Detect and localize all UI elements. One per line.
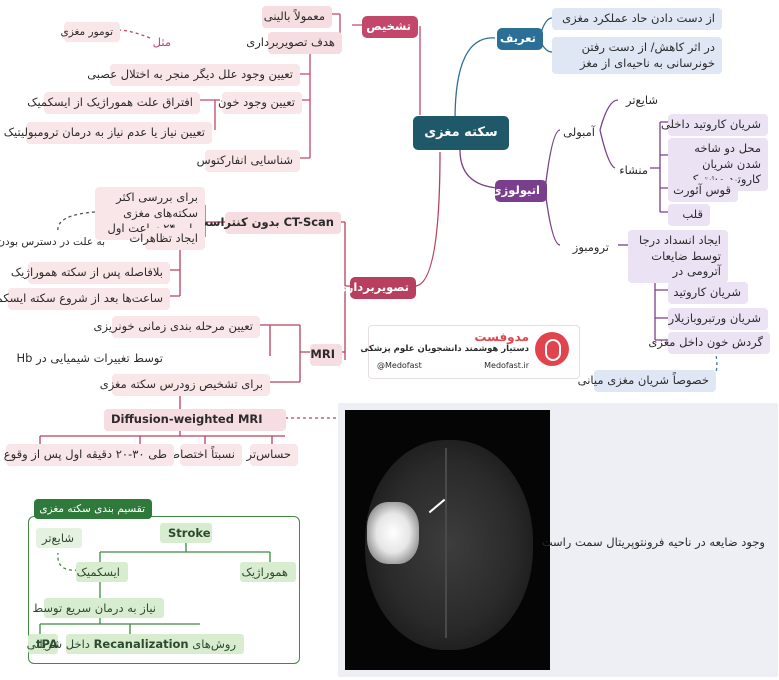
classification-box: [28, 516, 300, 664]
center-topic[interactable]: سکته مغزی: [413, 116, 509, 150]
dwi-node: Diffusion-weighted MRI: [104, 409, 286, 431]
origin-item-3: قوس آئورت: [668, 180, 738, 202]
need-treatment-node: نیاز به درمان سریع توسط: [33, 598, 164, 618]
methods-suffix: داخل شریانی: [26, 637, 90, 651]
thrombosis-note: خصوصاً شریان مغزی میانی: [578, 370, 716, 392]
goal-1: تعیین وجود علل دیگر منجر به اختلال عصبی: [87, 64, 300, 86]
midline: [445, 448, 447, 638]
ct-note: به علت در دسترس بودن: [0, 236, 105, 248]
goal-4: تعیین نیاز یا عدم نیاز به درمان ترومبولی…: [4, 122, 212, 144]
emboli-common: شایع‌تر: [625, 93, 658, 107]
diagnosis-item-1: معمولاً بالینی: [262, 6, 332, 28]
ct-item-2: ایجاد تظاهرات: [129, 228, 205, 250]
methods-prefix: روش‌های: [192, 637, 236, 651]
goal-2: تعیین وجود خون: [218, 92, 302, 114]
hemorrhagic-node: هموراژیک: [240, 562, 296, 582]
classification-title: تقسیم بندی سکته مغزی: [34, 499, 152, 520]
brand-telegram[interactable]: @Medofast: [377, 361, 422, 370]
brain-mri-image: [345, 410, 550, 670]
hub-imaging[interactable]: تصویربرداری: [336, 277, 416, 299]
emboli-origin-label: منشاء: [619, 163, 648, 177]
dwi-item-1: حساس‌تر: [247, 444, 298, 466]
mri-node: MRI: [310, 344, 342, 366]
thrombosis-item-1: شریان کاروتید: [668, 282, 748, 304]
hub-diagnosis[interactable]: تشخیص: [362, 16, 418, 38]
mri-item-3: برای تشخیص زودرس سکته مغزی: [100, 374, 270, 396]
dwi-item-2: نسبتاً اختصاصی: [161, 444, 242, 466]
brand-name: مدوفست: [474, 330, 529, 344]
example-brain-tumor: تومور مغزی: [60, 22, 120, 43]
hub-definition[interactable]: تعریف: [497, 28, 543, 50]
ct-sign-1: بلافاصله پس از سکته هموراژیک: [11, 262, 170, 284]
image-caption: وجود ضایعه در ناحیه فرونتوپریتال سمت راس…: [541, 535, 765, 549]
brand-logo-icon: [535, 332, 569, 366]
ct-sign-2: ساعت‌ها بعد از شروع سکته ایسکمیک: [0, 288, 170, 310]
thrombosis-item-3: گردش خون داخل مغزی: [648, 332, 770, 354]
more-common-node: شایع‌تر: [36, 528, 82, 548]
diagnosis-item-2: هدف تصویربرداری: [246, 32, 342, 54]
ct-scan-node: CT-Scan بدون کنتراست: [197, 212, 341, 234]
dwi-item-3: طی ۳۰-۲۰ دقیقه اول پس از وقوع سکته: [0, 444, 174, 466]
goal-3: افتراق علت هموراژیک از ایسکمیک: [27, 92, 200, 114]
tpa-node: tPA: [28, 634, 58, 654]
methods-term: Recanalization: [93, 637, 189, 651]
thrombosis-desc: ایجاد انسداد درجا توسط ضایعات آترومی در: [628, 230, 728, 283]
definition-item-2: در اثر کاهش/ از دست رفتن خونرسانی به ناح…: [552, 37, 722, 75]
emboli-label: آمبولی: [563, 125, 595, 139]
thrombosis-item-2: شریان ورتبروبازیلار: [668, 308, 768, 330]
mri-item-2: توسط تغییرات شیمیایی در Hb: [16, 351, 163, 365]
stroke-node: Stroke: [160, 523, 212, 543]
brand-subtitle: دستیار هوشمند دانشجویان علوم پزشکی: [360, 344, 529, 354]
ischemic-node: ایسکمیک: [76, 562, 128, 582]
brand-site[interactable]: Medofast.ir: [484, 361, 529, 370]
mri-item-1: تعیین مرحله بندی زمانی خونریزی: [93, 316, 260, 338]
goal-5: شناسایی انفارکتوس: [197, 150, 300, 172]
brand-card: مدوفست دستیار هوشمند دانشجویان علوم پزشک…: [360, 325, 580, 379]
lesion-highlight: [367, 502, 419, 564]
origin-item-4: قلب: [668, 204, 710, 226]
thrombosis-label: ترومبوز: [572, 240, 609, 254]
example-label: مثل: [152, 35, 171, 49]
hub-etiology[interactable]: اتیولوژی: [491, 180, 547, 202]
definition-item-1: از دست دادن حاد عملکرد مغزی: [552, 8, 722, 30]
origin-item-1: شریان کاروتید داخلی: [661, 114, 768, 136]
recanalization-node: روش‌های Recanalization داخل شریانی: [27, 634, 244, 654]
